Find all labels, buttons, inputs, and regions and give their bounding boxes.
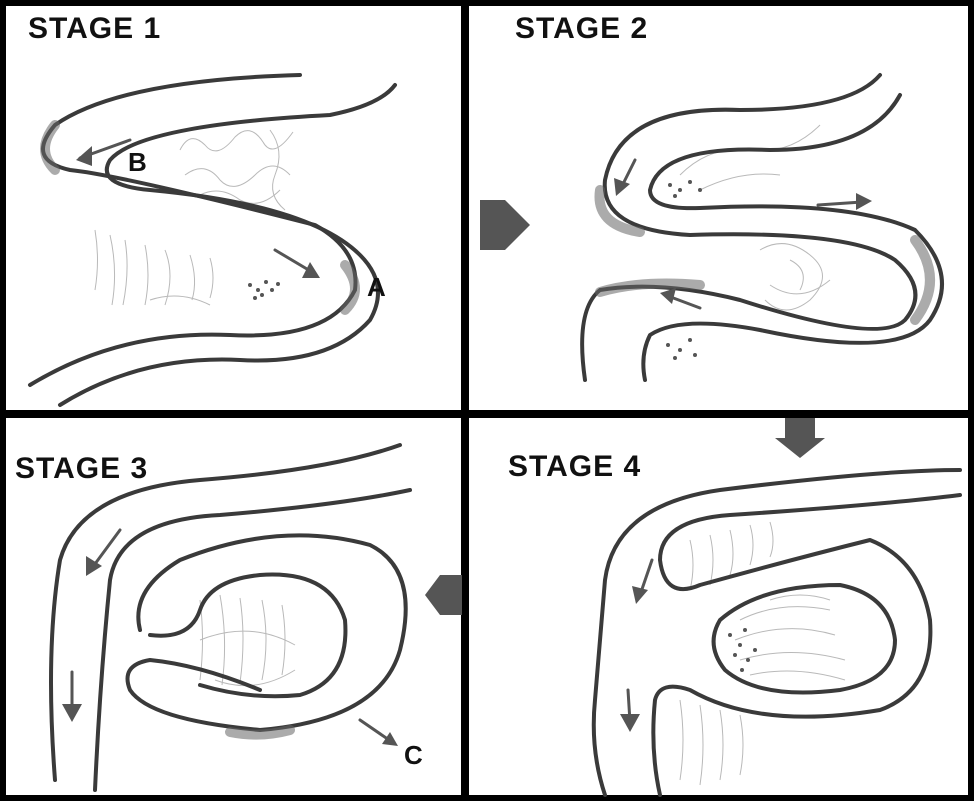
stage-1-erosion-a-side (345, 265, 355, 310)
stage-4-oxbow-fill (735, 595, 845, 680)
stage-4-pressure-arrow (775, 418, 825, 458)
stage-2-title: STAGE 2 (515, 12, 648, 46)
stage-4-drawing (594, 418, 960, 795)
stage-4-vegetation (680, 522, 773, 785)
outer-frame (3, 3, 971, 798)
point-a-label: A (367, 272, 387, 303)
stage-3-erosion-bottom (230, 730, 290, 735)
stage-3-title: STAGE 3 (15, 452, 148, 486)
stage-1-erosion-b-side (45, 125, 55, 170)
stage-1-flow-arrow-bottom (275, 250, 312, 272)
stage-4-outer-bank (594, 470, 960, 795)
stage-3-flow-arrowhead-bottom (62, 704, 82, 722)
stage-1-vegetation-top (180, 130, 293, 210)
stage-1-outer-bank (30, 75, 356, 385)
stage-2-pressure-arrow (480, 200, 530, 250)
point-b-label: B (128, 147, 148, 178)
stage-2-flow-arrowhead-2 (856, 193, 872, 210)
stage-1-deposit-dots (248, 280, 280, 300)
stage-1-flow-arrowhead-top (76, 146, 92, 166)
stage-3-loop-outer (128, 535, 406, 730)
stage-3-pointer-c-head (382, 732, 398, 746)
stage-4-oxbow-lake (714, 585, 895, 693)
stage-4-inner-bank (653, 495, 960, 795)
stage-3-left-bank-inner (95, 490, 410, 790)
stage-4-flow-arrowhead-bottom (620, 714, 640, 732)
stage-1-title: STAGE 1 (28, 12, 161, 46)
stage-2-flow-arrow-2 (818, 202, 862, 205)
stage-1-inner-bank (60, 85, 395, 405)
stage-3-loop-inner (150, 575, 345, 697)
stage-1-drawing (30, 75, 395, 405)
stage-4-flow-arrowhead-top (632, 586, 648, 604)
stage-1-flow-arrowhead-bottom (302, 262, 320, 278)
stage-4-deposit-dots (728, 628, 757, 672)
point-c-label: C (404, 740, 424, 771)
stage-2-flow-arrowhead-3 (660, 288, 676, 304)
stage-2-flow-arrowhead-1 (614, 178, 630, 196)
stage-3-pressure-arrow (425, 575, 462, 615)
stage-4-title: STAGE 4 (508, 450, 641, 484)
stage-3-drawing (51, 445, 462, 790)
stage-1-vegetation-bottom (95, 230, 213, 305)
stage-3-left-bank-outer (51, 445, 400, 780)
stage-2-erosion-right (915, 240, 930, 320)
stage-2-drawing (480, 75, 942, 380)
